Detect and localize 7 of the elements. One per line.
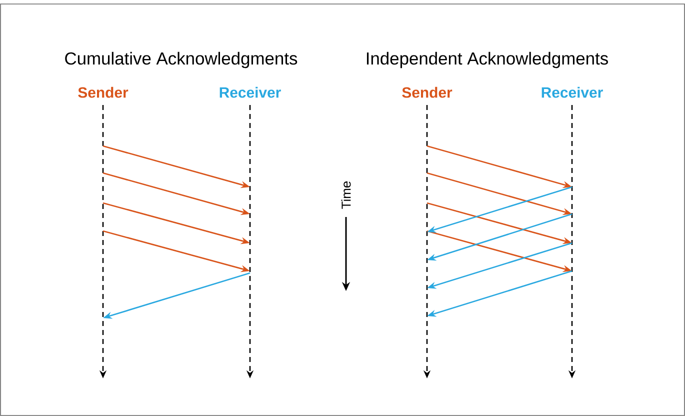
section-title: Independent Acknowledgments — [366, 52, 608, 68]
participant-label: Sender — [402, 86, 452, 98]
participant-label: Receiver — [542, 86, 603, 98]
participant-label: Sender — [78, 86, 128, 98]
section-title: Cumulative Acknowledgments — [65, 52, 298, 68]
participant-label: Receiver — [220, 86, 281, 98]
axis-label: Time — [341, 181, 351, 209]
